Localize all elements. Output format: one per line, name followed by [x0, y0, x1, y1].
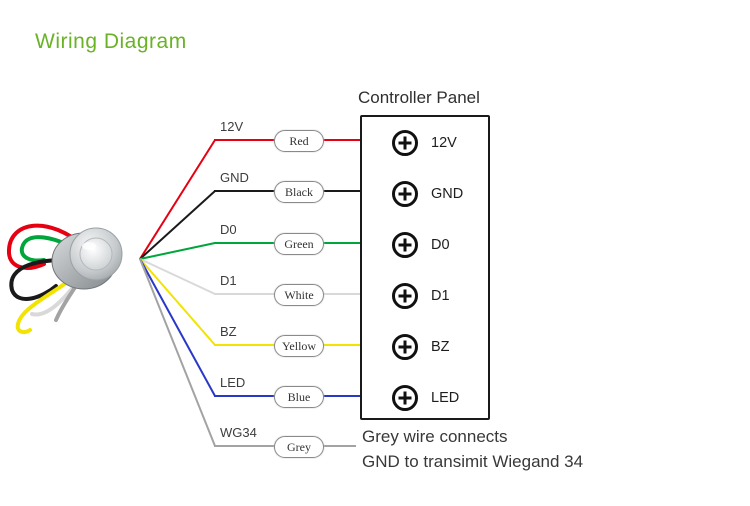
terminal-led: LED: [392, 385, 459, 411]
terminal-d1: D1: [392, 283, 450, 309]
terminal-bz: BZ: [392, 334, 450, 360]
fan-line-12v: [139, 139, 216, 260]
signal-label-d0: D0: [220, 222, 237, 237]
device-highlight: [82, 242, 96, 250]
terminal-label: D1: [431, 288, 450, 304]
fan-line-d1: [139, 258, 216, 295]
pill-yellow: Yellow: [274, 335, 324, 357]
terminal-label: LED: [431, 390, 460, 406]
screw-terminal-icon: [392, 283, 418, 309]
page-title: Wiring Diagram: [35, 30, 187, 53]
grey-wire-note: Grey wire connects GND to transimit Wieg…: [362, 424, 583, 474]
fan-line-d0: [139, 242, 216, 260]
grey-wire-note-line2: GND to transimit Wiegand 34: [362, 452, 584, 471]
panel-title: Controller Panel: [358, 88, 480, 107]
signal-label-gnd: GND: [220, 170, 249, 185]
terminal-gnd: GND: [392, 181, 463, 207]
screw-terminal-icon: [392, 130, 418, 156]
terminal-label: BZ: [431, 339, 450, 355]
fan-line-bz: [139, 258, 216, 346]
terminal-label: GND: [431, 186, 464, 202]
signal-label-bz: BZ: [220, 324, 237, 339]
pill-blue: Blue: [274, 386, 324, 408]
device-wire-loops: [7, 223, 92, 334]
signal-label-d1: D1: [220, 273, 237, 288]
pill-black: Black: [274, 181, 324, 203]
terminal-label: 12V: [431, 135, 457, 151]
screw-terminal-icon: [392, 334, 418, 360]
grey-wire-note-line1: Grey wire connects: [362, 427, 508, 446]
device-photo: [51, 227, 123, 290]
signal-label-led: LED: [220, 375, 246, 390]
terminal-12v: 12V: [392, 130, 457, 156]
pill-grey: Grey: [274, 436, 324, 458]
terminal-label: D0: [431, 237, 450, 253]
signal-label-wg34: WG34: [220, 425, 257, 440]
pill-white: White: [274, 284, 324, 306]
screw-terminal-icon: [392, 385, 418, 411]
fan-line-gnd: [139, 190, 216, 260]
device-wire-yellow: [15, 266, 88, 334]
pill-red: Red: [274, 130, 324, 152]
signal-label-12v: 12V: [220, 119, 244, 134]
screw-terminal-icon: [392, 181, 418, 207]
terminal-d0: D0: [392, 232, 450, 258]
fan-line-led: [139, 258, 216, 397]
screw-terminal-icon: [392, 232, 418, 258]
fan-line-wg34: [139, 258, 216, 447]
controller-panel: 12V GND D0 D1 BZ LED: [360, 115, 490, 420]
wire-fan: [139, 139, 216, 447]
pill-green: Green: [274, 233, 324, 255]
